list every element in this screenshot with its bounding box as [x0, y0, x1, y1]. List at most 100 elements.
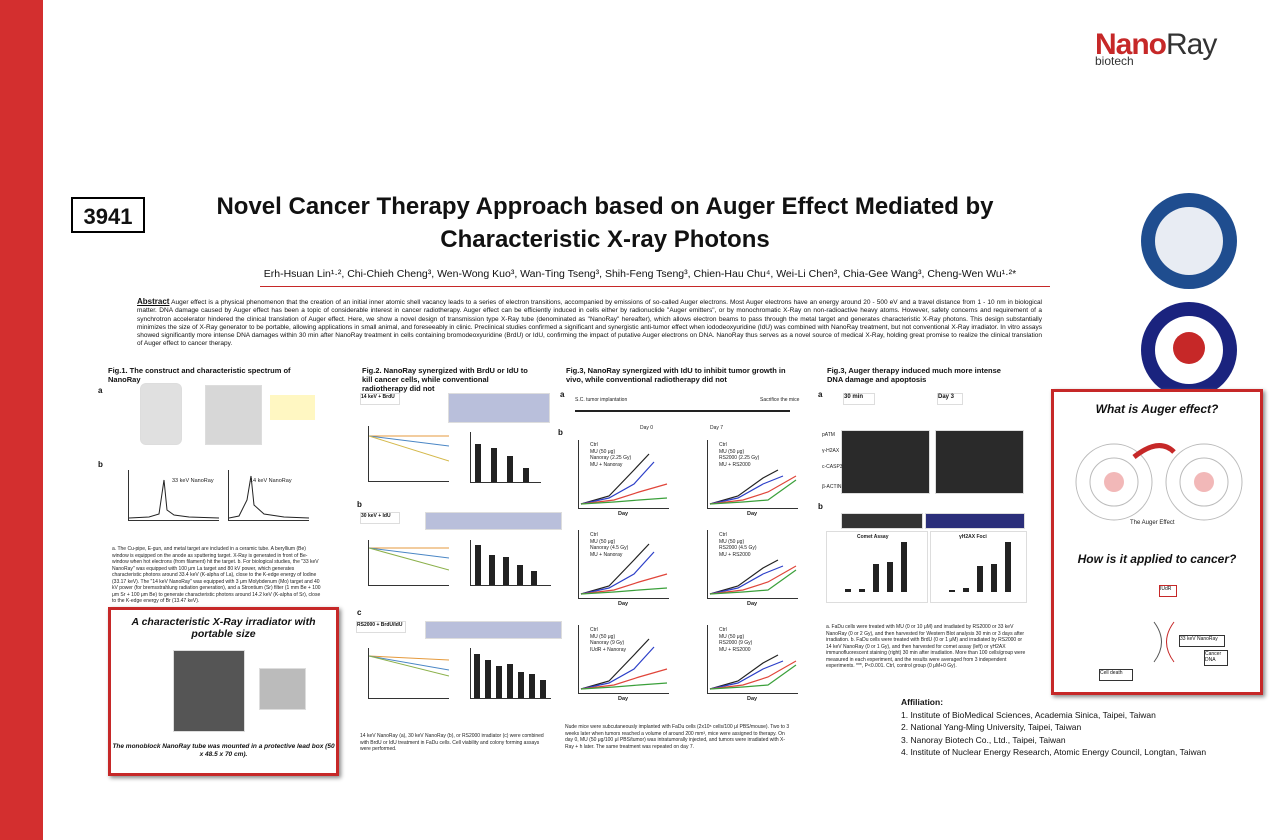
auger-q2: How is it applied to cancer? [1077, 552, 1237, 566]
fig2-title: Fig.2. NanoRay synergized with BrdU or I… [362, 366, 528, 393]
fig3-timeline [575, 410, 790, 412]
western-30min-label: 30 min [843, 393, 875, 405]
tumor-growth-chart [578, 440, 669, 509]
western-blot-day3 [935, 430, 1024, 494]
nanoray-33kev-label: 33 keV NanoRay [1179, 635, 1225, 647]
legend-entry: RS2000 (4.5 Gy) [719, 545, 757, 551]
legend-entry: Nanoray (4.5 Gy) [590, 545, 629, 551]
fig4-caption: a. FaDu cells were treated with MU (0 or… [826, 624, 1026, 669]
fig3-label-b: b [558, 428, 563, 437]
title-rule [260, 286, 1050, 287]
abstract: Abstract Auger effect is a physical phen… [137, 297, 1042, 349]
left-red-band [0, 0, 43, 840]
spectrum-33kev [128, 470, 220, 521]
fig3-label-a: a [560, 390, 565, 399]
yang-ming-seal [1141, 302, 1237, 398]
legend-entry: MU (50 μg) [590, 448, 616, 455]
irradiator-title: A characteristic X-Ray irradiator with p… [131, 616, 316, 640]
axis-xlabel: Day [618, 601, 629, 607]
timeline-day7: Day 7 [710, 425, 724, 431]
tube-schematic [205, 385, 262, 445]
abstract-text: Auger effect is a physical phenomenon th… [137, 299, 1042, 348]
abstract-label: Abstract [137, 297, 170, 306]
nanoray-logo: NanoRay biotech [1095, 28, 1217, 68]
spec1-label: 33 keV NanoRay [172, 478, 214, 484]
academia-sinica-seal [1141, 193, 1237, 289]
poster-number: 3941 [71, 197, 145, 233]
foci-images [925, 513, 1025, 529]
fig2-box-c: RS2000 + BrdU/IdU [356, 621, 406, 633]
fig2-box-a: 14 keV + BrdU [360, 393, 400, 405]
fig2-colony-bars-b [470, 540, 551, 586]
legend-entry: MU + Nanoray [590, 551, 623, 558]
affiliation-item: 4. Institute of Nuclear Energy Research,… [901, 747, 1207, 757]
fig2-viability-c [368, 648, 450, 699]
fig1-title: Fig.1. The construct and characteristic … [108, 366, 291, 384]
affiliation-item: 3. Nanoray Biotech Co., Ltd., Taipei, Ta… [901, 734, 1066, 745]
spectrum-14kev [228, 470, 310, 521]
dna-helix-icon [1153, 621, 1175, 663]
fig2-colony-bars-a [470, 432, 541, 483]
timeline-step-1: S.C. tumor implantation [575, 397, 628, 403]
poster-title: Novel Cancer Therapy Approach based on A… [216, 193, 994, 253]
fig2-colony-images-b [425, 512, 562, 530]
affiliation-item: 2. National Yang-Ming University, Taipei… [901, 722, 1082, 732]
fig2-label-c: c [357, 608, 362, 617]
legend-entry: Ctrl [719, 532, 727, 538]
axis-xlabel: Day [618, 696, 629, 702]
axis-xlabel: Day [747, 601, 758, 607]
wb-row-1: pATM [822, 432, 835, 438]
wb-row-4: β-ACTIN [822, 484, 842, 490]
fig4-label-a: a [818, 390, 823, 399]
irradiator-box: A characteristic X-Ray irradiator with p… [108, 607, 339, 776]
legend-entry: Nanoray (2.25 Gy) [590, 455, 632, 461]
legend-entry: MU + Nanoray [590, 461, 623, 468]
fig2-caption: 14 keV NanoRay (a), 30 keV NanoRay (b), … [360, 733, 544, 752]
tumor-growth-chart [707, 440, 798, 509]
legend-entry: MU (50 μg) [719, 633, 745, 640]
auger-effect-diagram [1075, 443, 1243, 521]
legend-entry: MU + RS2000 [719, 461, 751, 468]
legend-entry: Ctrl [590, 442, 598, 448]
legend-entry: Ctrl [590, 627, 598, 633]
iudr-label: IUdR [1159, 585, 1177, 597]
timeline-day0: Day 0 [640, 425, 654, 431]
fig4-label-b: b [818, 502, 823, 511]
legend-entry: Ctrl [719, 627, 727, 633]
timeline-step-4: Sacrifice the mice [760, 397, 800, 403]
legend-entry: IUdR + Nanoray [590, 646, 626, 653]
fig2-viability-a [368, 426, 450, 482]
fig1-label-b: b [98, 460, 103, 469]
comet-assay-chart: Comet Assay [826, 531, 928, 603]
tumor-growth-chart [707, 530, 798, 599]
legend-entry: MU (50 μg) [590, 633, 616, 640]
auger-box: What is Auger effect? The Auger Effect H… [1051, 389, 1263, 695]
legend-entry: Ctrl [590, 532, 598, 538]
affiliation-heading: Affiliation: [901, 697, 944, 707]
fig4-title: Fig.3, Auger therapy induced much more i… [827, 366, 1001, 384]
wb-row-2: γ-H2AX [822, 448, 840, 454]
axis-xlabel: Day [747, 696, 758, 702]
fig3-title: Fig.3, NanoRay synergized with IdU to in… [566, 366, 786, 384]
fig3-caption: Nude mice were subcutaneously implanted … [565, 724, 790, 750]
fig2-colony-bars-c [470, 648, 551, 699]
legend-entry: RS2000 (2.25 Gy) [719, 455, 760, 461]
fig2-viability-b [368, 540, 450, 586]
tumor-growth-chart [578, 625, 669, 694]
nanoray-tube-image [140, 383, 182, 445]
axis-xlabel: Day [618, 511, 629, 517]
legend-entry: MU + RS2000 [719, 551, 751, 558]
fig2-colony-images-a [448, 393, 550, 423]
western-day3-label: Day 3 [937, 393, 963, 405]
legend-entry: MU (50 μg) [719, 448, 745, 455]
auger-q1: What is Auger effect? [1095, 402, 1219, 416]
xray-beam-image [270, 395, 315, 420]
fig2-colony-images-c [425, 621, 562, 639]
auger-fig-label: The Auger Effect [1130, 520, 1175, 526]
cell-death-label: Cell death [1099, 669, 1133, 681]
legend-entry: MU + RS2000 [719, 646, 751, 653]
irradiator-caption: The monoblock NanoRay tube was mounted i… [112, 743, 335, 758]
spec2-label: 14 keV NanoRay [250, 478, 292, 484]
legend-entry: Nanoray (9 Gy) [590, 640, 625, 646]
foci-chart: γH2AX Foci [930, 531, 1027, 603]
